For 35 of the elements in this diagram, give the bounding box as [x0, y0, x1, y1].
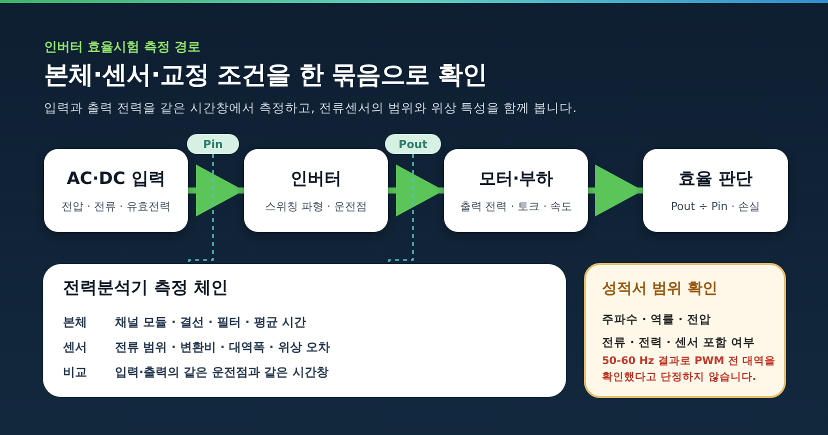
- card-heading: 성적서 범위 확인: [602, 278, 718, 299]
- box-subtext: 전압 · 전류 · 유효전력: [62, 199, 170, 214]
- subtitle-text: 입력과 출력 전력을 같은 시간창에서 측정하고, 전류센서의 범위와 위상 특성을 함께 봅니다.: [44, 100, 577, 117]
- box-heading: 모터·부하: [478, 168, 554, 190]
- process-box: [643, 149, 788, 232]
- eyebrow-text: 인버터 효율시험 측정 경로: [44, 39, 201, 56]
- arrow: [388, 164, 444, 216]
- signal-tag: Pout: [385, 134, 441, 154]
- leader-line: [188, 154, 214, 264]
- row-label: 비교: [63, 364, 87, 381]
- box-subtext: Pout ÷ Pin · 손실: [670, 199, 760, 214]
- process-box: [444, 149, 588, 232]
- panel-heading: 전력분석기 측정 체인: [63, 277, 228, 299]
- note-card: [584, 263, 786, 398]
- card-text: 전류 · 전력 · 센서 포함 여부: [602, 334, 756, 351]
- row-value: 채널 모듈 · 결선 · 필터 · 평균 시간: [115, 314, 306, 331]
- row-value: 입력·출력의 같은 운전점과 같은 시간창: [115, 364, 328, 381]
- row-value: 전류 범위 · 변환비 · 대역폭 · 위상 오차: [115, 339, 330, 356]
- row-label: 본체: [63, 314, 87, 331]
- card-text: 주파수 · 역률 · 전압: [602, 311, 712, 328]
- process-box: [44, 149, 188, 232]
- arrow: [588, 164, 643, 216]
- signal-tag: Pin: [187, 134, 239, 154]
- row-label: 센서: [63, 339, 87, 356]
- warning-text: 50-60 Hz 결과로 PWM 전 대역을 확인했다고 단정하지 않습니다.: [602, 354, 776, 385]
- box-heading: 효율 판단: [678, 168, 752, 190]
- info-panel: [43, 264, 566, 397]
- box-subtext: 출력 전력 · 토크 · 속도: [460, 199, 572, 214]
- box-heading: AC·DC 입력: [66, 168, 166, 190]
- title: 본체·센서·교정 조건을 한 묶음으로 확인: [44, 59, 487, 91]
- arrow: [188, 164, 244, 216]
- box-heading: 인버터: [290, 168, 342, 190]
- process-box: [244, 149, 388, 232]
- box-subtext: 스위칭 파형 · 운전점: [265, 199, 367, 214]
- leader-line: [388, 154, 414, 264]
